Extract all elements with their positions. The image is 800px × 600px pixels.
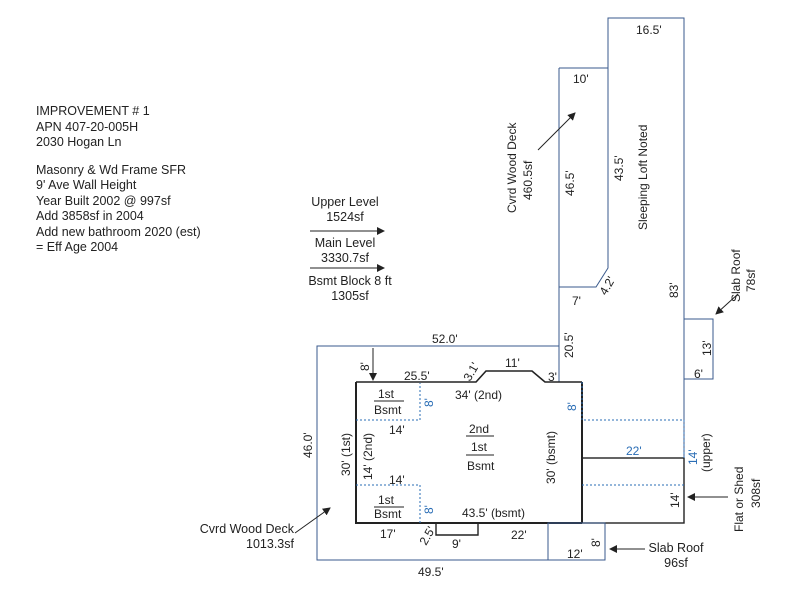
- slab-roof-bottom-name: Slab Roof: [648, 541, 704, 555]
- dim-49-5: 49.5': [418, 565, 444, 579]
- upper-level-label: Upper Level 1524sf: [300, 195, 390, 225]
- dim-12: 12': [567, 547, 583, 561]
- dim-8-blue-right: 8': [565, 402, 579, 411]
- main-level-label: Main Level 3330.7sf: [300, 236, 390, 266]
- addition-note: Add 3858sf in 2004: [36, 209, 144, 223]
- dim-3: 3': [548, 370, 557, 384]
- slab-roof-bottom: [547, 522, 606, 561]
- dim-43-5: 43.5': [612, 155, 626, 181]
- dim-25-5: 25.5': [404, 369, 430, 383]
- main-house-top: [356, 370, 582, 383]
- sleeping-loft-label: Sleeping Loft Noted: [636, 125, 650, 230]
- dim-14-mid: 14': [389, 473, 405, 487]
- dotted-bottom-left: [356, 484, 421, 523]
- upper-tower-outline: [559, 17, 685, 520]
- main-house-outline: [355, 382, 582, 524]
- slab-roof-right-name: Slab Roof: [729, 249, 743, 302]
- dim-46-5: 46.5': [563, 170, 577, 196]
- dim-11: 11': [505, 356, 520, 370]
- lower-deck-label: Cvrd Wood Deck 1013.3sf: [180, 522, 294, 552]
- dim-17: 17': [380, 527, 396, 541]
- room-1st-center: 1st: [471, 440, 488, 454]
- leader-upper-deck: [537, 112, 576, 151]
- year-built: Year Built 2002 @ 997sf: [36, 193, 171, 208]
- dim-83: 83': [667, 282, 681, 298]
- flat-shed-box: [581, 457, 685, 524]
- dim-14-top: 14': [389, 423, 405, 437]
- wall-height: 9' Ave Wall Height: [36, 178, 137, 192]
- slab-roof-right: [683, 318, 714, 380]
- leader-lower-deck: [294, 507, 331, 534]
- construction-type: Masonry & Wd Frame SFR: [36, 162, 187, 177]
- dim-22-bottom: 22': [511, 528, 527, 542]
- upper-level-name: Upper Level: [311, 195, 379, 209]
- dim-16-5: 16.5': [636, 23, 662, 37]
- room-bsmt-center: Bsmt: [467, 459, 495, 473]
- dim-46: 46.0': [301, 432, 315, 458]
- bsmt-level-label: Bsmt Block 8 ft 1305sf: [290, 274, 410, 304]
- effective-age: = Eff Age 2004: [36, 240, 119, 254]
- dotted-top-left: [356, 383, 421, 421]
- flat-shed-name: Flat or Shed: [732, 467, 746, 532]
- room-bsmt-top: Bsmt: [374, 403, 402, 417]
- dim-8-blue-bottom: 8': [422, 505, 436, 514]
- room-2nd-center: 2nd: [469, 422, 489, 436]
- leader-slab-right: [715, 293, 739, 315]
- dim-10: 10': [573, 72, 589, 86]
- bathroom-note: Add new bathroom 2020 (est): [36, 224, 201, 239]
- dim-43-5-bsmt: 43.5' (bsmt): [462, 506, 525, 520]
- dim-8-blue-top: 8': [422, 398, 436, 407]
- dim-6: 6': [694, 367, 703, 381]
- upper-tag: (upper): [699, 433, 713, 472]
- flat-shed-sf: 308sf: [749, 478, 763, 508]
- bsmt-level-sf: 1305sf: [331, 289, 369, 303]
- dim-2-5: 2.5': [416, 524, 438, 547]
- dim-8-bottom: 8': [589, 538, 603, 547]
- upper-deck-sf: 460.5sf: [521, 160, 535, 200]
- lower-deck-sf: 1013.3sf: [246, 537, 294, 551]
- dim-30-1st: 30' (1st): [339, 433, 353, 476]
- loft-inner-wall: [559, 68, 609, 288]
- dim-7: 7': [572, 294, 581, 308]
- dim-9: 9': [452, 537, 461, 551]
- dim-22-upper: 22': [626, 444, 642, 458]
- lower-deck-name: Cvrd Wood Deck: [199, 522, 294, 536]
- dim-13: 13': [700, 340, 714, 356]
- dim-14-2nd: 14' (2nd): [361, 433, 375, 480]
- slab-roof-right-sf: 78sf: [744, 269, 758, 292]
- dim-34-2nd: 34' (2nd): [455, 388, 502, 402]
- apn: APN 407-20-005H: [36, 119, 139, 134]
- bottom-bump: [435, 523, 479, 536]
- dotted-right: [581, 382, 684, 421]
- main-level-sf: 3330.7sf: [321, 251, 369, 265]
- upper-level-sf: 1524sf: [326, 210, 364, 224]
- room-1st-bottom: 1st: [378, 493, 395, 507]
- main-level-name: Main Level: [314, 236, 376, 250]
- address: 2030 Hogan Ln: [36, 135, 122, 149]
- dim-4-2: 4.2': [596, 274, 618, 297]
- upper-deck-name: Cvrd Wood Deck: [505, 122, 519, 213]
- room-1st-top: 1st: [378, 387, 395, 401]
- dim-8-left: 8': [358, 362, 372, 371]
- dim-52: 52.0': [432, 332, 458, 346]
- lower-deck-outline: [316, 345, 559, 561]
- dim-30-bsmt: 30' (bsmt): [544, 431, 558, 484]
- dim-20-5: 20.5': [562, 332, 576, 358]
- dim-14-upper: 14': [686, 449, 700, 465]
- dim-14-right: 14': [668, 492, 682, 508]
- room-bsmt-bottom: Bsmt: [374, 507, 402, 521]
- bsmt-level-name: Bsmt Block 8 ft: [308, 274, 392, 288]
- improvement-number: IMPROVEMENT # 1: [36, 104, 150, 118]
- slab-roof-bottom-label: Slab Roof 96sf: [636, 541, 716, 571]
- slab-roof-bottom-sf: 96sf: [664, 556, 688, 570]
- improvement-info: IMPROVEMENT # 1 APN 407-20-005H 2030 Hog…: [36, 104, 201, 256]
